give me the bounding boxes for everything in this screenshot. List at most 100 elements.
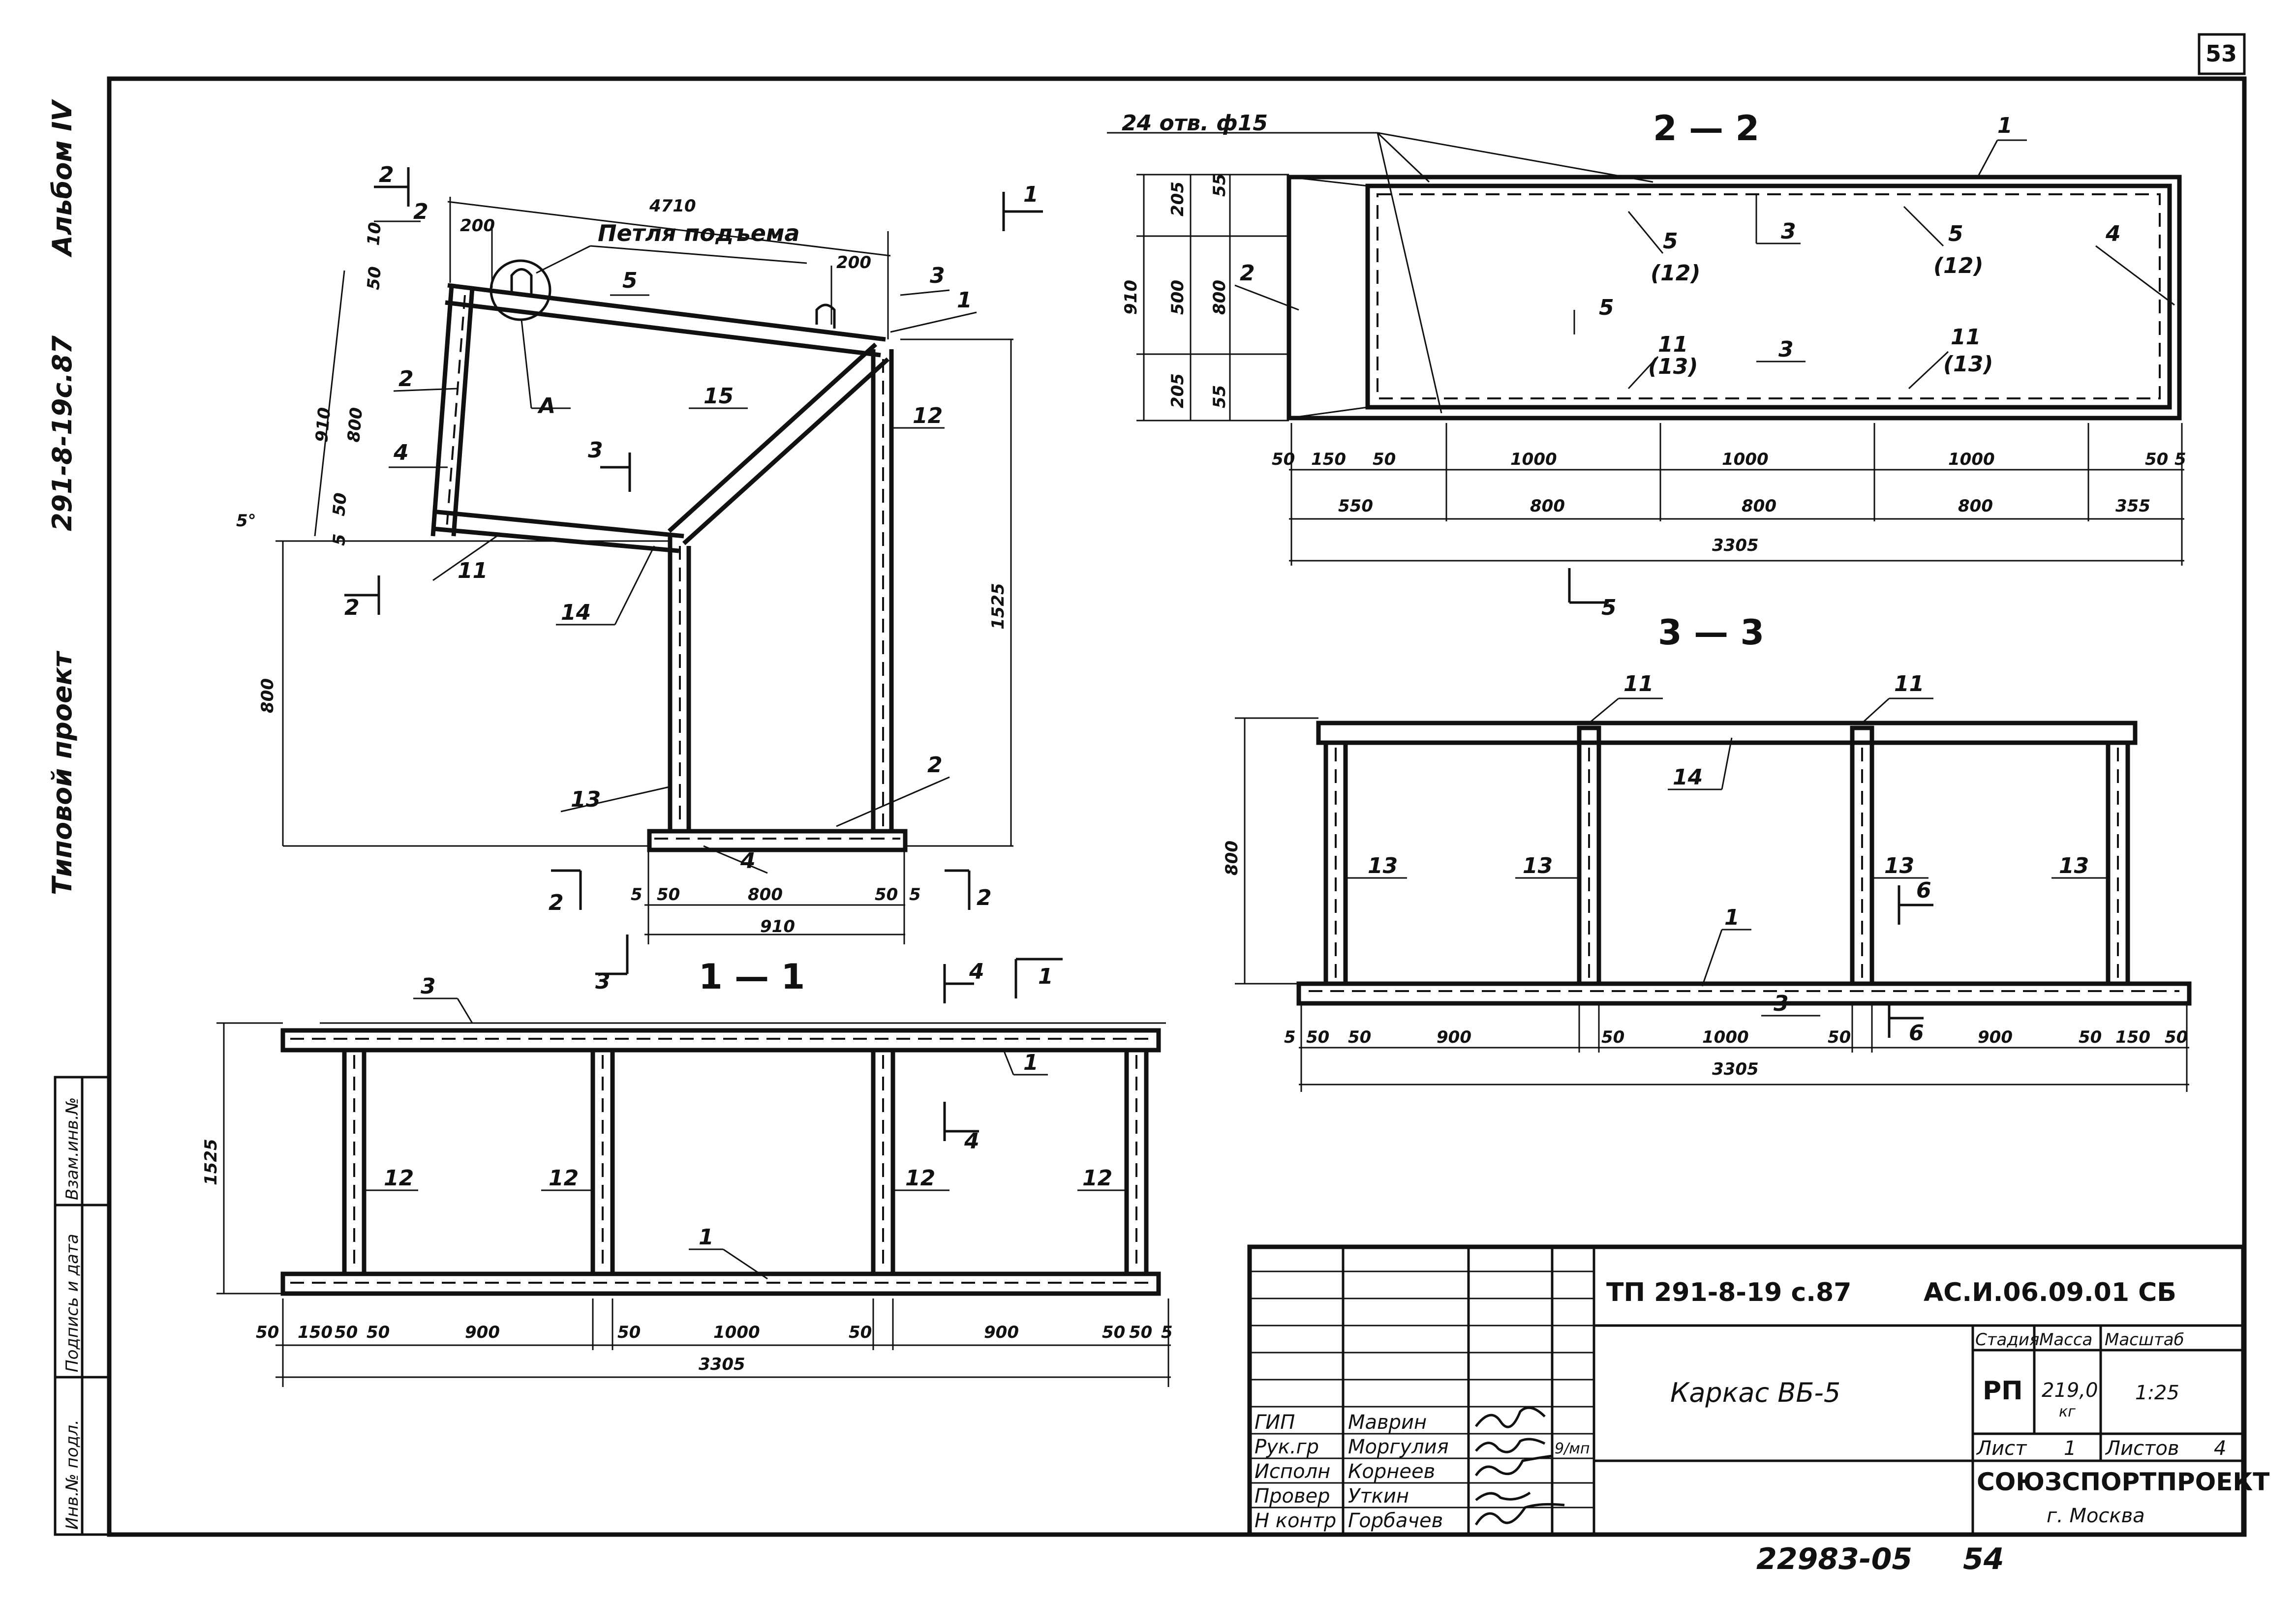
detail-a-label: А [537, 393, 555, 419]
sign-date: 9/мп [1555, 1440, 1590, 1457]
lifting-loop-label: Петля подъема [598, 220, 800, 246]
mark: 3 [930, 263, 945, 288]
mark: 6 [1909, 1021, 1924, 1046]
mark: 15 [704, 384, 734, 409]
mark: 2 [413, 199, 429, 224]
section-ref: 3 [588, 438, 603, 463]
view11-marks: 2 3 1 5 2 4 15 12 11 14 13 2 4 [374, 199, 977, 874]
role-prover: Провер [1255, 1485, 1330, 1508]
dim-33-b1: 5 [1284, 1027, 1296, 1047]
view11-title: 1 — 1 [699, 957, 805, 997]
mark: 5 [1663, 229, 1678, 254]
mark: 12 [913, 403, 943, 428]
org-city: г. Москва [2047, 1505, 2145, 1527]
scale-value: 1:25 [2135, 1382, 2179, 1404]
dim-p12: 5 [1161, 1323, 1173, 1342]
sheet-frame: 53 [107, 33, 2247, 1537]
col-scale: Масштаб [2105, 1330, 2184, 1350]
mass-unit: кг [2059, 1403, 2076, 1420]
mark: 14 [561, 600, 591, 625]
dim-t1000b: 1000 [1722, 450, 1769, 469]
dim-33-b6: 1000 [1702, 1027, 1749, 1047]
mark: 3 [1781, 219, 1796, 244]
mark: 1 [957, 288, 972, 313]
mark: (12) [1933, 253, 1983, 278]
signature [1474, 1503, 1565, 1526]
role-gip: ГИП [1255, 1411, 1295, 1434]
section-ref: 2 [344, 595, 360, 620]
dim-b50a: 50 [657, 885, 680, 905]
dim-33-b4: 900 [1437, 1027, 1471, 1047]
name-nkontr: Горбачев [1348, 1509, 1443, 1532]
signature [1474, 1454, 1553, 1477]
angle-5: 5° [236, 511, 256, 531]
side-code: 291-8-19с.87 [47, 335, 78, 531]
bottom-page-number: 54 [1963, 1542, 2004, 1576]
corner-page-number: 53 [2205, 40, 2237, 67]
dim-b5b: 5 [909, 885, 921, 905]
mark: 3 [1774, 991, 1789, 1016]
mark: 12 [384, 1166, 414, 1191]
name-ispoln: Корнеев [1348, 1460, 1435, 1483]
mark: 12 [549, 1166, 579, 1191]
mark: (13) [1648, 354, 1698, 379]
view-2-2: 24 отв. ф15 2 — 2 205 55 500 800 910 205… [1107, 108, 2186, 620]
dim-33-b10: 150 [2115, 1027, 2150, 1047]
dim-b910: 910 [760, 917, 795, 936]
album-label: Альбом IV [47, 99, 78, 258]
dim-33-total: 3305 [1712, 1059, 1759, 1079]
mark: 2 [927, 753, 943, 778]
view11-section-refs: 2 2 3 1 2 2 3 4 1 [344, 162, 1063, 1003]
dim-v205-bottom: 205 [1168, 373, 1188, 408]
mark: 1 [1724, 905, 1740, 930]
mark: 13 [2059, 853, 2089, 878]
signature [1475, 1406, 1546, 1428]
mark: 4 [2105, 221, 2121, 246]
mark: (13) [1943, 352, 1993, 377]
dim-b5a: 5 [631, 885, 643, 905]
col-stage: Стадия [1975, 1330, 2039, 1350]
mark: 13 [1368, 853, 1398, 878]
mark: 11 [1623, 671, 1653, 696]
view-plan: 1525 50 150 50 50 900 50 1000 50 900 50 … [201, 974, 1173, 1387]
dim-total-22: 3305 [1712, 536, 1759, 555]
section-ref: 1 [1038, 964, 1053, 989]
role-ispoln: Исполн [1255, 1460, 1330, 1483]
dim-h1525: 1525 [988, 583, 1008, 630]
mark: 14 [1673, 765, 1703, 790]
mass-value: 219,0 [2042, 1379, 2098, 1402]
dim-p9: 900 [984, 1323, 1019, 1342]
view33-marks: 11 11 14 13 13 13 13 1 3 6 [1346, 671, 2108, 1046]
name-gip: Маврин [1348, 1411, 1427, 1434]
role-rukgr: Рук.гр [1255, 1436, 1319, 1458]
dim-33-b8: 900 [1978, 1027, 2013, 1047]
dim-p1: 50 [256, 1323, 279, 1342]
mark: 13 [1523, 853, 1553, 878]
dim-33-b5: 50 [1601, 1027, 1624, 1047]
dim-t50c: 50 [2145, 450, 2168, 469]
dim-p11: 50 [1129, 1323, 1152, 1342]
side-labels: Альбом IV 291-8-19с.87 Типовой проект Вз… [47, 99, 111, 1536]
dim-t50b: 50 [1373, 450, 1396, 469]
dim-50b: 50 [329, 492, 351, 517]
view22-title: 2 — 2 [1653, 108, 1759, 149]
name-rukgr: Моргулия [1348, 1436, 1449, 1458]
view-1-1: 4710 200 200 Петля подъема А 50 10 910 8… [236, 162, 1063, 1003]
mark: 11 [458, 558, 488, 583]
role-nkontr: Н контр [1255, 1509, 1336, 1532]
mark: 1 [1997, 113, 2013, 138]
mark: 1 [1023, 1050, 1039, 1075]
mark: 3 [421, 974, 436, 999]
stamp-label-1: Инв.№ подл. [62, 1419, 82, 1530]
section-ref: 2 [977, 885, 992, 910]
dim-m800b: 800 [1742, 496, 1776, 516]
dim-5: 5 [329, 533, 350, 546]
dim-10: 10 [364, 221, 385, 246]
plan-marks: 3 1 12 12 12 12 1 4 [364, 974, 1127, 1280]
sheet-code: АС.И.06.09.01 СБ [1924, 1278, 2176, 1307]
mark: 13 [1884, 853, 1914, 878]
section-ref: 2 [549, 890, 564, 915]
side-project: Типовой проект [47, 651, 78, 895]
dim-t50a: 50 [1272, 450, 1295, 469]
